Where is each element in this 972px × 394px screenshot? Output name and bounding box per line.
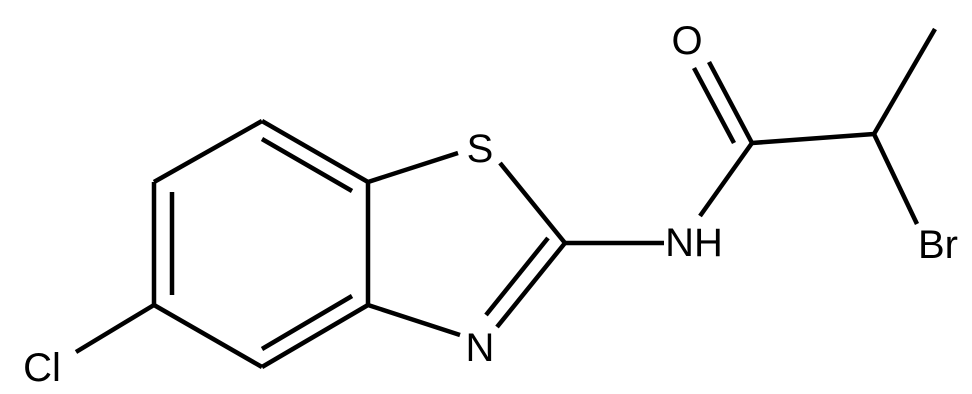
bond-ch-ch3 xyxy=(872,27,937,136)
bond-carbonyl-c-o-inner xyxy=(692,66,736,145)
atom-n: N xyxy=(466,326,495,370)
atom-cl: Cl xyxy=(23,346,61,390)
atom-s: S xyxy=(467,127,494,171)
bond-carbonyl-c-ch xyxy=(751,131,875,146)
bond-n3-c3a xyxy=(367,302,461,338)
bond-c7a-c7 xyxy=(260,119,370,184)
bond-c2-n3 xyxy=(495,241,567,329)
bond-c4-c3a xyxy=(260,303,370,369)
atom-nh: NH xyxy=(665,221,723,265)
bond-ch-br xyxy=(871,133,920,225)
bond-c7-c7-inner xyxy=(260,137,354,193)
bond-nh-carbonyl-c xyxy=(698,141,754,218)
bond-carbonyl-c-o xyxy=(707,60,754,145)
bond-s-c2 xyxy=(498,161,567,245)
bond-c5-c4 xyxy=(152,303,264,369)
bond-c7-c6 xyxy=(152,119,264,184)
bond-c2-n3-inner xyxy=(484,236,550,317)
bond-c7a-s xyxy=(367,150,459,185)
atom-o: O xyxy=(671,19,702,63)
bond-c5-cl xyxy=(74,303,156,354)
bond-c4-c3a-inner xyxy=(260,294,354,351)
atom-br: Br xyxy=(918,223,958,267)
